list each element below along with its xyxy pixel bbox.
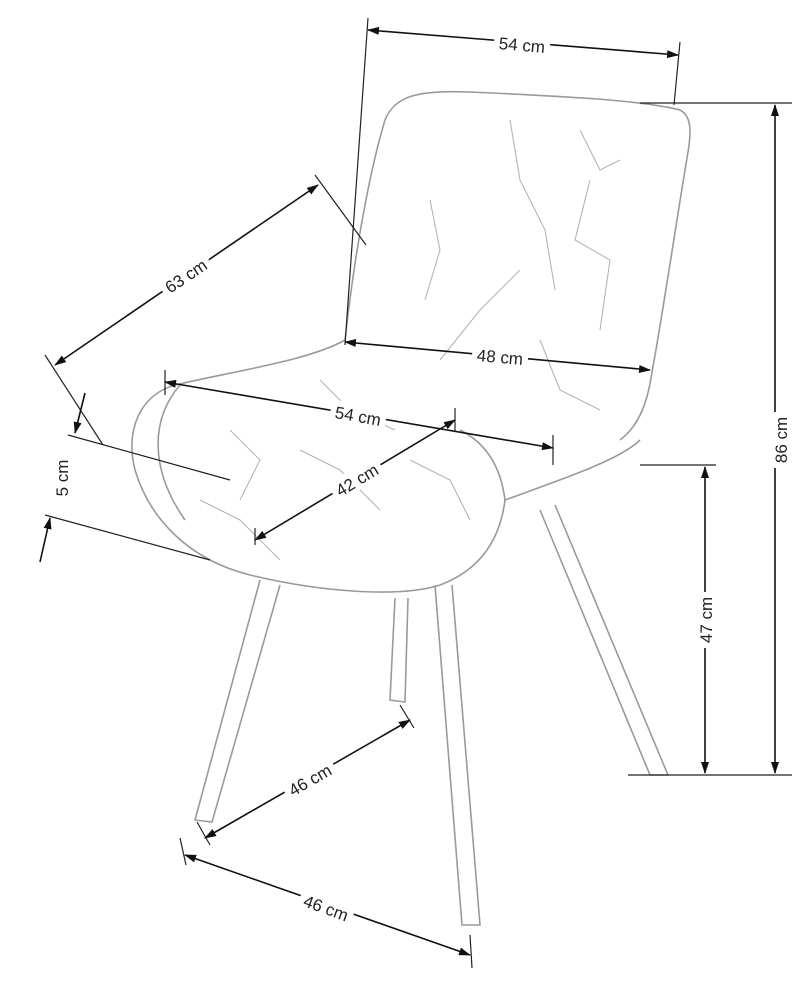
chair-illustration	[131, 90, 691, 926]
dimension-lines	[39, 17, 792, 969]
label-total-height: 86 cm	[772, 417, 791, 463]
chair-backrest	[344, 90, 691, 441]
label-back-inner-width: 48 cm	[476, 346, 524, 369]
dim-seat-thickness-bottom	[39, 517, 52, 563]
chair-legs	[193, 504, 670, 926]
dim-seat-thickness-top	[73, 392, 86, 434]
label-back-top-width: 54 cm	[498, 34, 546, 57]
label-seat-height: 47 cm	[697, 597, 716, 643]
chair-seat	[131, 339, 641, 593]
tufting-lines	[199, 119, 621, 561]
label-seat-thickness: 5 cm	[53, 460, 72, 497]
